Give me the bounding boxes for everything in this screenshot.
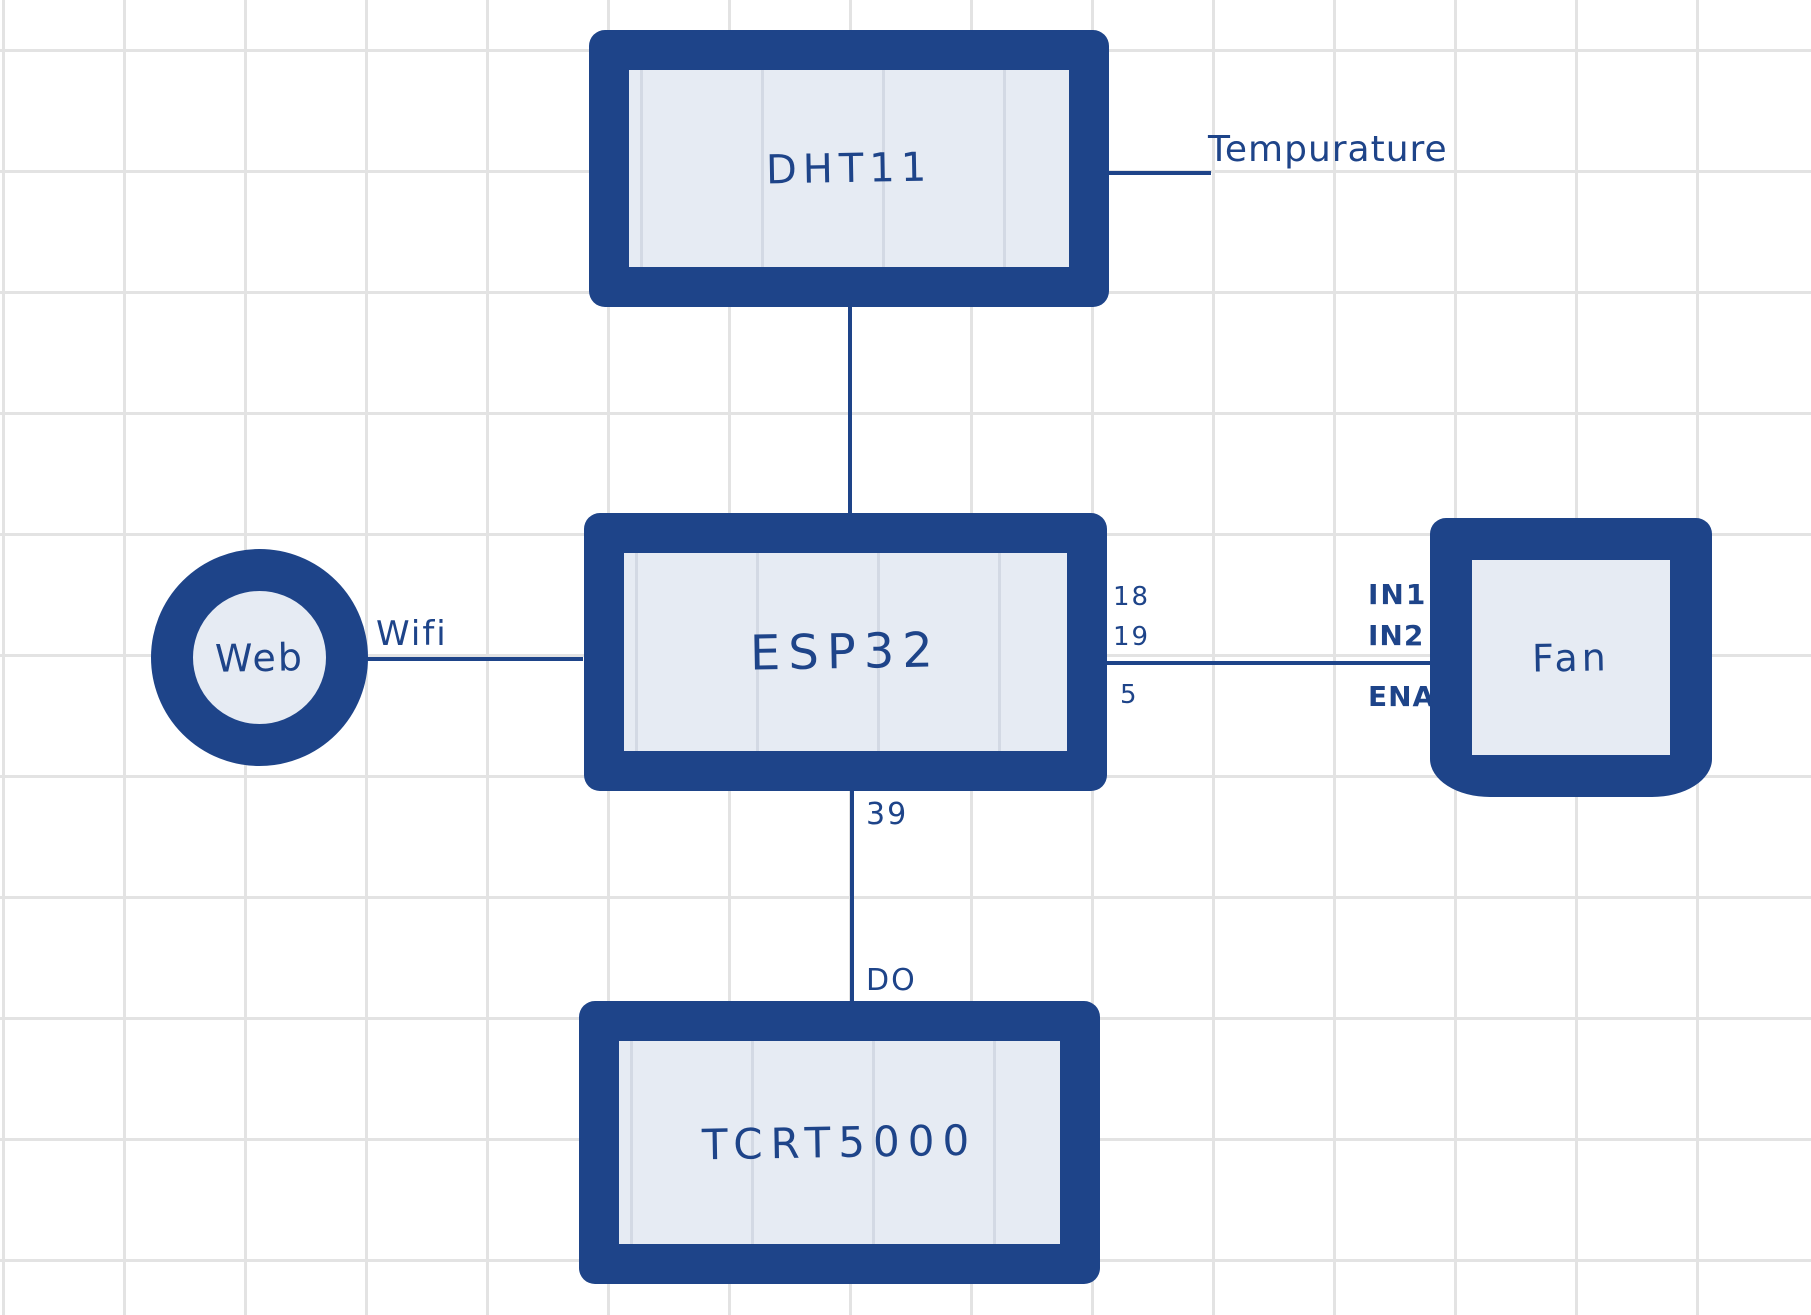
in2-label: IN2	[1368, 619, 1425, 652]
pin-18-label: 18	[1113, 582, 1151, 612]
in1-label: IN1	[1368, 578, 1428, 611]
temperature-label: Tempurature	[1208, 129, 1448, 170]
tcrt5000-node[interactable]: TCRT5000	[579, 1001, 1100, 1284]
web-label: Web	[214, 634, 305, 681]
wifi-label: Wifi	[376, 614, 448, 654]
connector-dht11-temperature	[1105, 171, 1211, 175]
dht11-label: DHT11	[765, 144, 933, 193]
connector-dht11-esp32	[848, 300, 852, 515]
web-node[interactable]: Web	[151, 549, 368, 766]
do-label: DO	[866, 963, 917, 998]
fan-label: Fan	[1531, 634, 1611, 681]
connector-esp32-fan	[1105, 661, 1433, 665]
pin-19-label: 19	[1113, 622, 1151, 652]
pin-5-label: 5	[1120, 680, 1137, 710]
esp32-label: ESP32	[749, 622, 942, 682]
tcrt5000-label: TCRT5000	[701, 1115, 978, 1170]
connector-esp32-tcrt5000	[850, 788, 854, 1004]
fan-node[interactable]: Fan	[1430, 518, 1712, 797]
ena-label: ENA	[1368, 680, 1436, 713]
connector-web-esp32	[366, 657, 583, 661]
esp32-node[interactable]: ESP32	[584, 513, 1107, 791]
pin-39-label: 39	[866, 797, 909, 832]
dht11-node[interactable]: DHT11	[589, 30, 1109, 307]
